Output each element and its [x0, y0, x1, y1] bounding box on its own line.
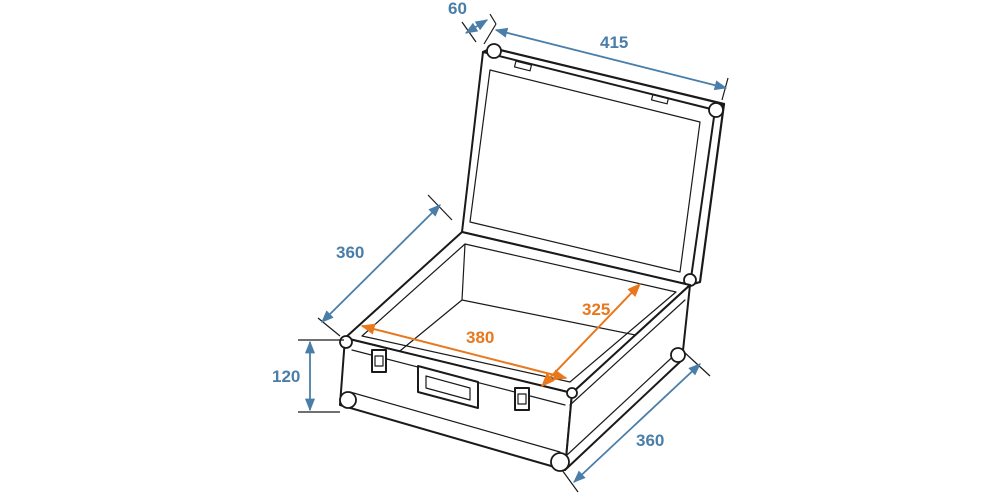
dimension-case-depth: 360: [317, 194, 453, 337]
dimension-inner-depth: 325: [541, 282, 641, 388]
case-depth-label: 360: [336, 243, 364, 262]
case-height-label: 120: [272, 367, 300, 386]
case-width-label: 360: [636, 431, 664, 450]
inner-depth-label: 325: [582, 300, 610, 319]
lid-width-label: 415: [600, 33, 628, 52]
dimension-case-width: 360: [561, 351, 711, 493]
lid-depth-label: 60: [448, 0, 467, 18]
dimension-inner-width: 380: [360, 323, 568, 381]
dimension-lid-depth: 60: [448, 0, 497, 43]
dimension-case-height: 120: [272, 339, 344, 413]
inner-width-label: 380: [466, 328, 494, 347]
dimension-lid-width: 415: [483, 23, 729, 101]
